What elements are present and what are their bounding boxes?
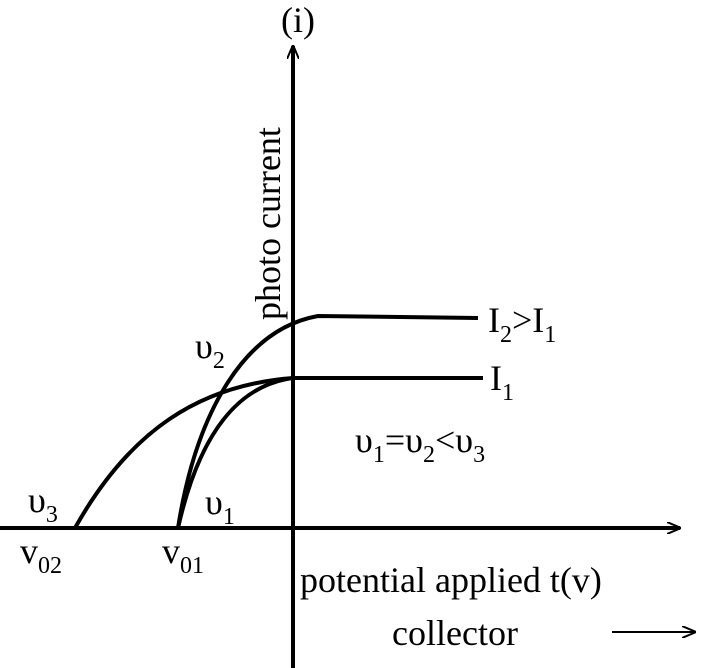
y-symbol: (i) (281, 0, 315, 40)
label-nu3: υ3 (28, 480, 58, 528)
frequency-relation: υ1=υ2<υ3 (355, 420, 485, 468)
label-i2-gt-i1: I2>I1 (488, 300, 556, 348)
label-i1: I1 (490, 358, 514, 406)
curve-i1-nu3 (73, 376, 294, 529)
label-nu2: υ2 (195, 326, 225, 374)
label-nu1: υ1 (205, 482, 235, 530)
x-axis-label-line2: collector (392, 613, 518, 653)
x-axis-label-line1: potential applied t(v) (300, 560, 602, 600)
label-v02: v02 (20, 531, 62, 579)
y-axis-label: photo current (248, 127, 288, 320)
curve-i2-nu2 (176, 313, 479, 529)
label-v01: v01 (162, 531, 204, 579)
